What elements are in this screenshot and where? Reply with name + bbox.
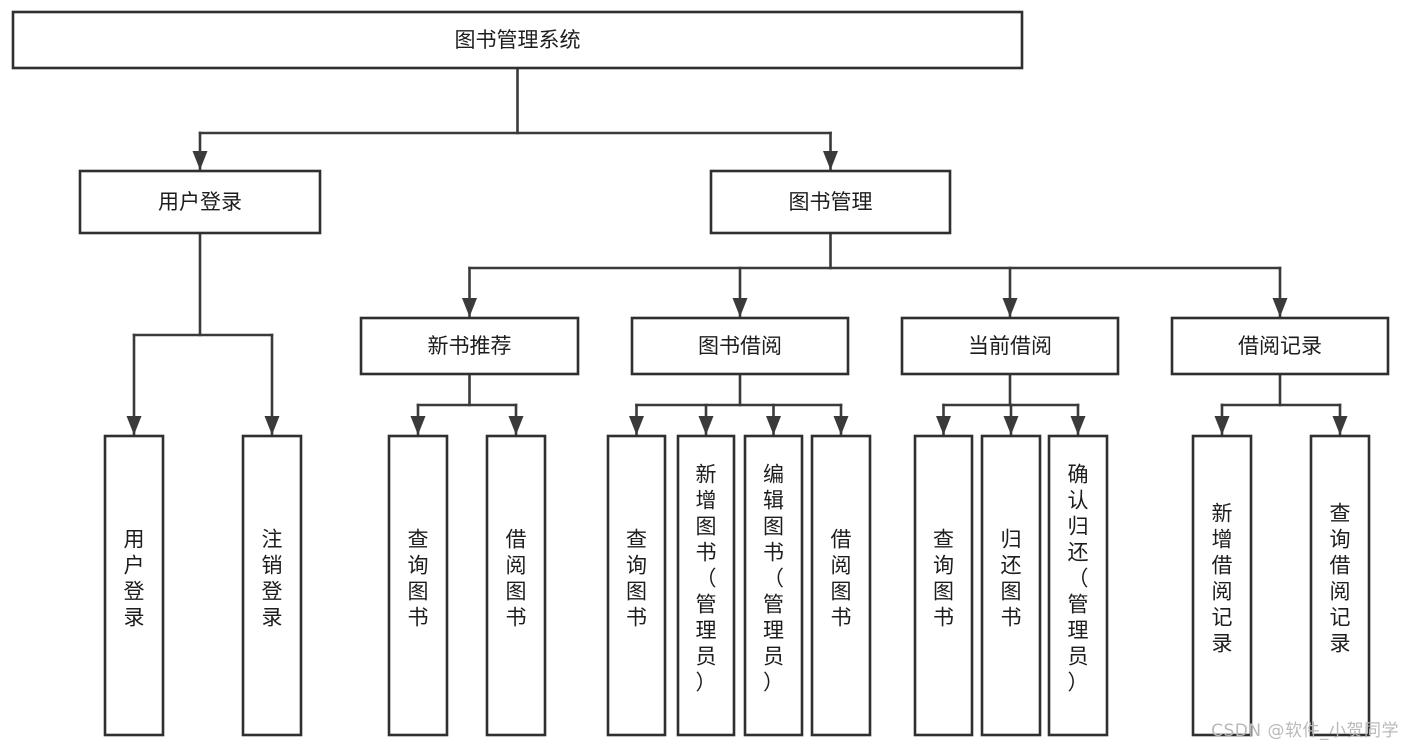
node-label-root: 图书管理系统 <box>455 28 581 52</box>
node-box-leaf-user-login <box>103 434 165 737</box>
node-label-current-borrow: 当前借阅 <box>968 334 1052 358</box>
node-label-user-login: 用户登录 <box>158 190 242 214</box>
node-leaf-return-book[interactable]: 归还图书 <box>980 434 1042 737</box>
arrow-head-icon-leaf-query-book-borrow <box>629 416 644 435</box>
node-label-leaf-borrow-book-borrow: 借阅图书 <box>831 528 852 630</box>
arrow-head-icon-user-login <box>192 151 208 170</box>
node-label-leaf-add-borrow-record: 新增借阅记录 <box>1212 502 1233 656</box>
node-label-book-borrow: 图书借阅 <box>698 334 782 358</box>
node-box-leaf-return-book <box>980 434 1042 737</box>
node-box-leaf-add-borrow-record <box>1191 434 1253 737</box>
node-label-leaf-query-book-borrow: 查询图书 <box>626 528 647 630</box>
node-layer: 图书管理系统用户登录图书管理新书推荐图书借阅当前借阅借阅记录用户登录注销登录查询… <box>11 10 1390 737</box>
node-box-book-manage <box>709 169 952 235</box>
node-book-borrow[interactable]: 图书借阅 <box>630 316 850 376</box>
node-user-login[interactable]: 用户登录 <box>78 169 322 235</box>
arrow-head-icon-book-manage <box>823 151 838 170</box>
arrow-head-icon-leaf-query-borrow-record <box>1332 416 1348 435</box>
node-root[interactable]: 图书管理系统 <box>11 10 1024 70</box>
node-box-leaf-query-book-recommend <box>387 434 449 737</box>
arrow-head-icon-leaf-query-book-recommend <box>410 416 426 435</box>
node-leaf-query-book-current[interactable]: 查询图书 <box>913 434 974 737</box>
node-box-leaf-borrow-book-recommend <box>485 434 547 737</box>
node-box-leaf-query-book-borrow <box>606 434 667 737</box>
node-label-leaf-borrow-book-recommend: 借阅图书 <box>506 528 527 630</box>
node-label-leaf-return-book: 归还图书 <box>1001 528 1022 630</box>
connector-layer <box>126 66 1348 437</box>
arrow-head-icon-leaf-borrow-book-recommend <box>508 416 524 435</box>
node-leaf-query-book-recommend[interactable]: 查询图书 <box>387 434 449 737</box>
node-borrow-record[interactable]: 借阅记录 <box>1170 316 1390 376</box>
node-label-borrow-record: 借阅记录 <box>1238 334 1322 358</box>
node-leaf-add-borrow-record[interactable]: 新增借阅记录 <box>1191 434 1253 737</box>
arrow-head-icon-leaf-query-book-current <box>936 416 951 435</box>
arrow-head-icon-leaf-borrow-book-borrow <box>833 416 849 435</box>
node-leaf-borrow-book-recommend[interactable]: 借阅图书 <box>485 434 547 737</box>
arrow-head-icon-leaf-return-book <box>1003 416 1019 435</box>
node-label-leaf-user-login: 用户登录 <box>124 528 145 630</box>
node-leaf-edit-book-admin[interactable]: 编辑图书（管理员） <box>743 434 804 737</box>
node-label-leaf-query-borrow-record: 查询借阅记录 <box>1330 502 1351 656</box>
node-leaf-add-book-admin[interactable]: 新增图书（管理员） <box>676 434 736 737</box>
node-leaf-user-login[interactable]: 用户登录 <box>103 434 165 737</box>
node-box-current-borrow <box>900 316 1120 376</box>
node-box-user-login <box>78 169 322 235</box>
node-box-new-book-recommend <box>359 316 580 376</box>
node-label-leaf-query-book-recommend: 查询图书 <box>408 528 429 630</box>
node-box-book-borrow <box>630 316 850 376</box>
node-box-leaf-logout-login <box>241 434 303 737</box>
node-label-book-manage: 图书管理 <box>789 190 873 214</box>
arrow-head-icon-leaf-logout-login <box>264 416 280 435</box>
arrow-head-icon-leaf-add-borrow-record <box>1214 416 1230 435</box>
arrow-head-icon-book-borrow <box>732 298 748 317</box>
node-box-leaf-query-borrow-record <box>1309 434 1371 737</box>
arrow-head-icon-current-borrow <box>1002 298 1018 317</box>
csdn-watermark: CSDN @软件_小贺同学 <box>1211 721 1399 741</box>
node-label-leaf-confirm-return-admin: 确认归还（管理员） <box>1068 463 1089 695</box>
node-leaf-borrow-book-borrow[interactable]: 借阅图书 <box>810 434 872 737</box>
node-current-borrow[interactable]: 当前借阅 <box>900 316 1120 376</box>
node-box-leaf-edit-book-admin <box>743 434 804 737</box>
node-box-leaf-add-book-admin <box>676 434 736 737</box>
node-book-manage[interactable]: 图书管理 <box>709 169 952 235</box>
arrow-head-icon-new-book-recommend <box>462 298 477 317</box>
node-leaf-logout-login[interactable]: 注销登录 <box>241 434 303 737</box>
node-box-leaf-borrow-book-borrow <box>810 434 872 737</box>
node-box-leaf-query-book-current <box>913 434 974 737</box>
node-label-leaf-add-book-admin: 新增图书（管理员） <box>696 463 717 695</box>
arrow-head-icon-leaf-user-login <box>126 416 142 435</box>
node-label-leaf-edit-book-admin: 编辑图书（管理员） <box>763 463 784 695</box>
node-box-borrow-record <box>1170 316 1390 376</box>
node-leaf-confirm-return-admin[interactable]: 确认归还（管理员） <box>1047 434 1109 737</box>
node-box-root <box>11 10 1024 70</box>
arrow-head-icon-leaf-add-book-admin <box>698 416 714 435</box>
node-new-book-recommend[interactable]: 新书推荐 <box>359 316 580 376</box>
node-label-leaf-query-book-current: 查询图书 <box>933 528 954 630</box>
node-label-new-book-recommend: 新书推荐 <box>428 334 512 358</box>
node-box-leaf-confirm-return-admin <box>1047 434 1109 737</box>
node-label-leaf-logout-login: 注销登录 <box>262 528 283 630</box>
arrow-head-icon-borrow-record <box>1272 298 1288 317</box>
node-leaf-query-book-borrow[interactable]: 查询图书 <box>606 434 667 737</box>
arrow-head-icon-leaf-edit-book-admin <box>766 416 781 435</box>
arrow-head-icon-leaf-confirm-return-admin <box>1070 416 1086 435</box>
node-leaf-query-borrow-record[interactable]: 查询借阅记录 <box>1309 434 1371 737</box>
